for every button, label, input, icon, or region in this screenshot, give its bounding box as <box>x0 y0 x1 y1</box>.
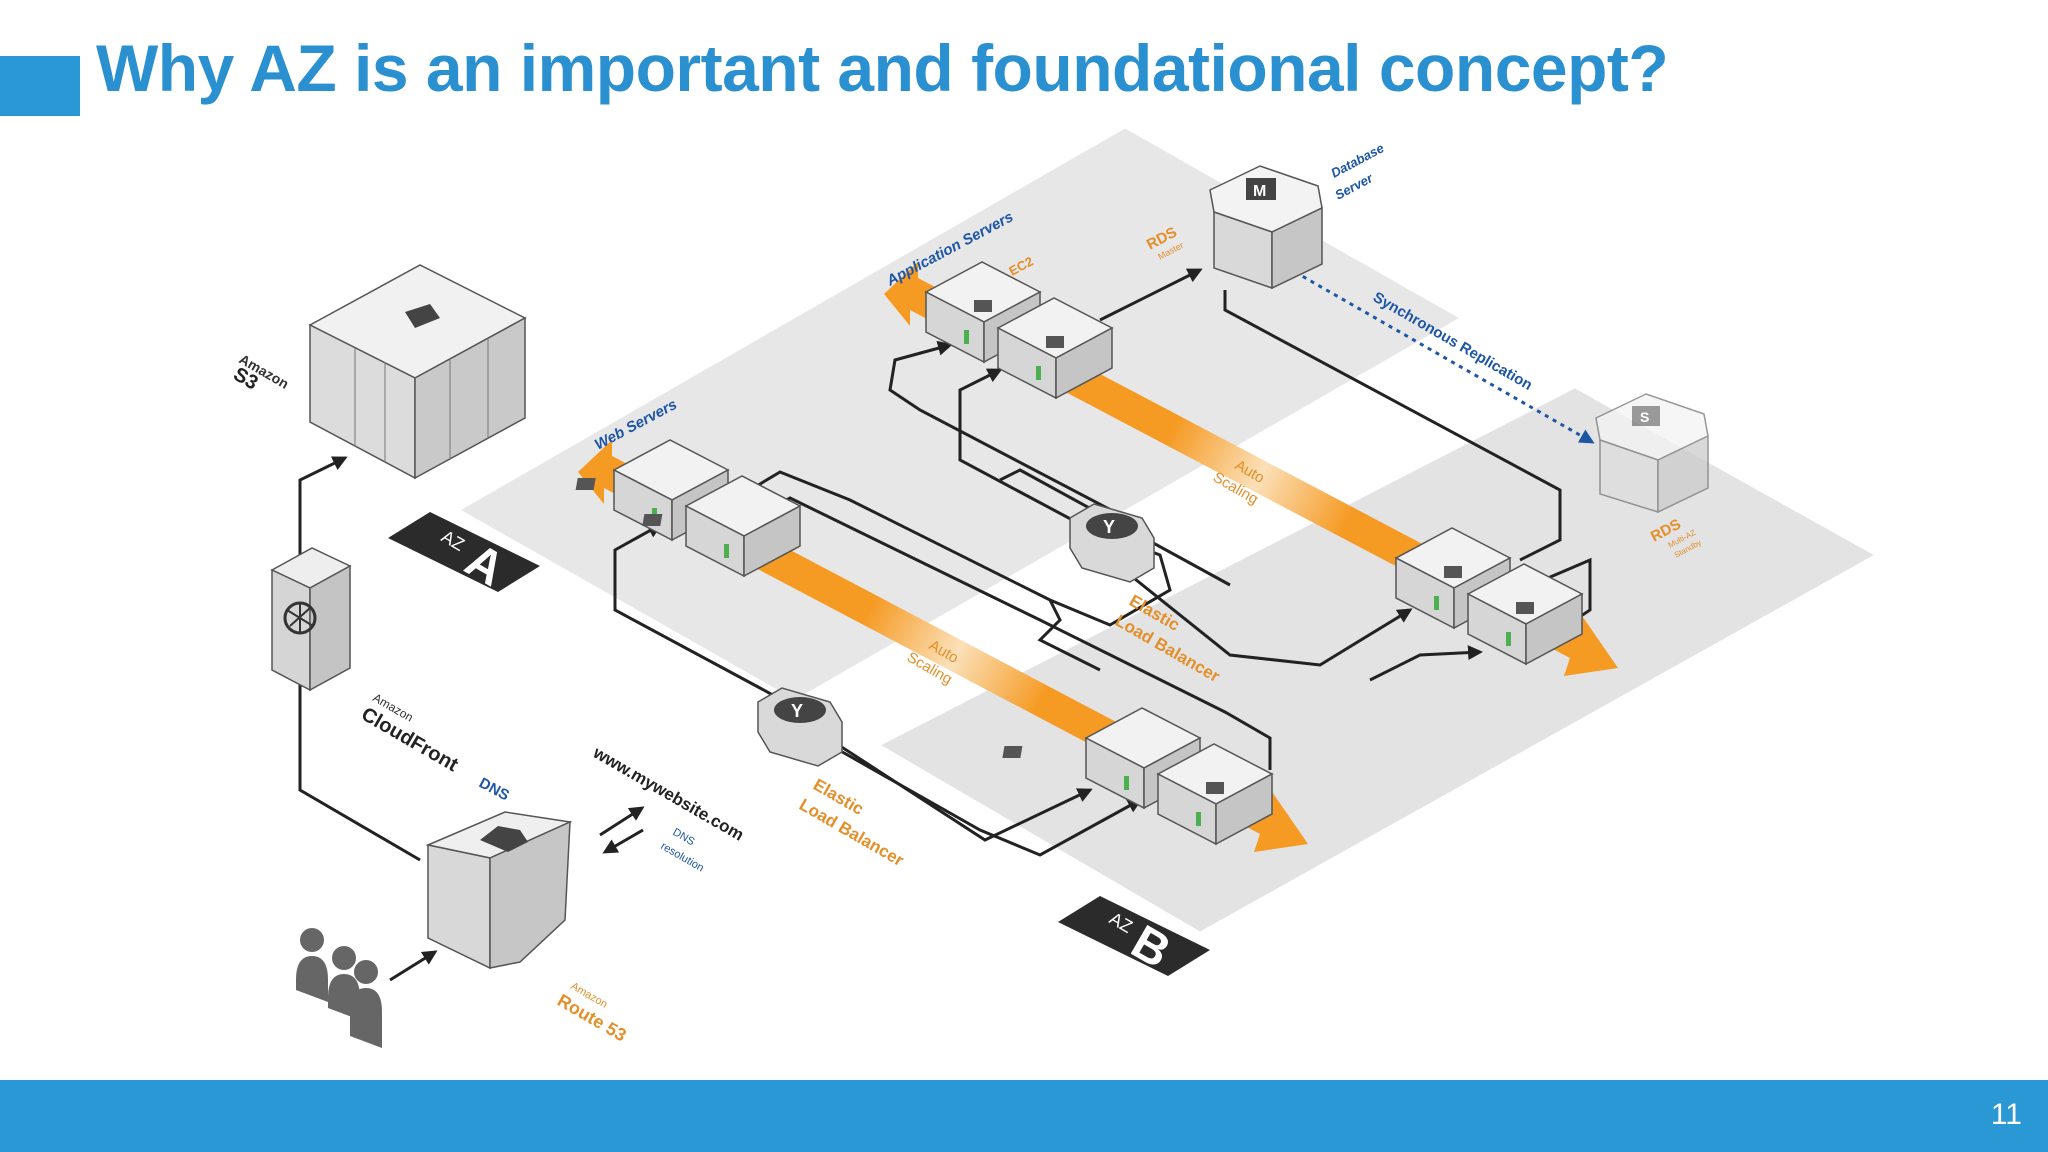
title-accent-block <box>0 56 80 116</box>
app-server-b2-icon <box>1466 563 1584 666</box>
elb-lower-icon: Y <box>757 687 843 767</box>
web-server-a2-icon <box>642 475 802 578</box>
footer-bar: 11 <box>0 1080 2048 1152</box>
slide-title: Why AZ is an important and foundational … <box>96 31 1669 105</box>
page-number: 11 <box>1990 1098 2022 1131</box>
elb-upper-icon: Y <box>1069 503 1155 583</box>
web-server-b2-icon <box>1156 743 1274 846</box>
svg-text:resolution: resolution <box>659 840 706 874</box>
svg-text:www.mywebsite.com: www.mywebsite.com <box>589 743 747 845</box>
sync-replication-line <box>1294 270 1595 444</box>
s3-bucket-icon <box>308 264 527 480</box>
cloudfront-icon <box>270 547 352 692</box>
users-icon <box>296 928 382 1048</box>
route53-icon <box>425 811 573 970</box>
svg-text:M: M <box>1253 183 1266 200</box>
svg-text:Database: Database <box>1328 140 1386 180</box>
app-server-a2-icon <box>996 297 1114 400</box>
rds-master-database-icon: M <box>1209 165 1323 290</box>
svg-text:Y: Y <box>791 701 803 721</box>
rds-standby-database-icon: S <box>1595 393 1709 514</box>
svg-text:Y: Y <box>1103 517 1115 537</box>
svg-text:DNS: DNS <box>476 775 512 805</box>
svg-text:S: S <box>1640 409 1649 425</box>
